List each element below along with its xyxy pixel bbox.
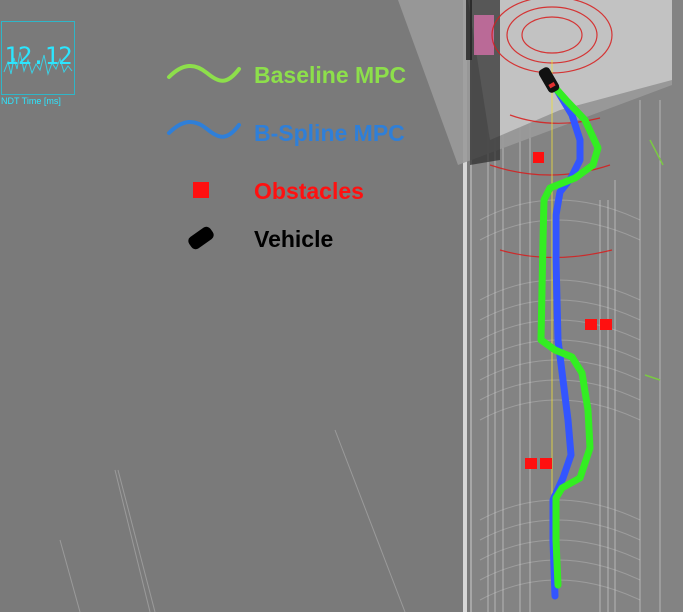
wall-boundary [463, 0, 472, 612]
obstacle [540, 458, 552, 469]
legend-label-bspline: B-Spline MPC [254, 120, 405, 146]
line-icon [167, 120, 241, 139]
legend-label-baseline: Baseline MPC [254, 62, 407, 88]
obstacle [600, 319, 612, 330]
baseline-path [537, 78, 602, 589]
legend-item-vehicle: Vehicle [165, 219, 445, 259]
local-map-patch [398, 0, 672, 165]
legend-label-obstacles: Obstacles [254, 178, 364, 204]
map-edges-left [59, 429, 406, 612]
legend-item-baseline: Baseline MPC [165, 55, 445, 95]
vehicle-icon [538, 67, 560, 93]
obstacles [525, 152, 612, 469]
legend-item-obstacles: Obstacles [165, 171, 445, 211]
line-icon [167, 64, 241, 83]
obstacle [533, 152, 544, 163]
green-markers [644, 139, 664, 381]
legend: Baseline MPC B-Spline MPC Obstacles Vehi… [165, 55, 445, 270]
legend-item-bspline: B-Spline MPC [165, 113, 445, 153]
obstacle [525, 458, 537, 469]
ndt-sparkline [3, 51, 73, 76]
bspline-path [547, 76, 584, 600]
ndt-time-value: 12.12 [4, 42, 72, 70]
legend-label-vehicle: Vehicle [254, 226, 334, 252]
vehicle-icon [188, 226, 214, 250]
square-icon [193, 182, 209, 198]
obstacle [585, 319, 597, 330]
ndt-time-label: NDT Time [ms] [1, 96, 61, 106]
ndt-time-widget: 12.12 [1, 21, 75, 95]
